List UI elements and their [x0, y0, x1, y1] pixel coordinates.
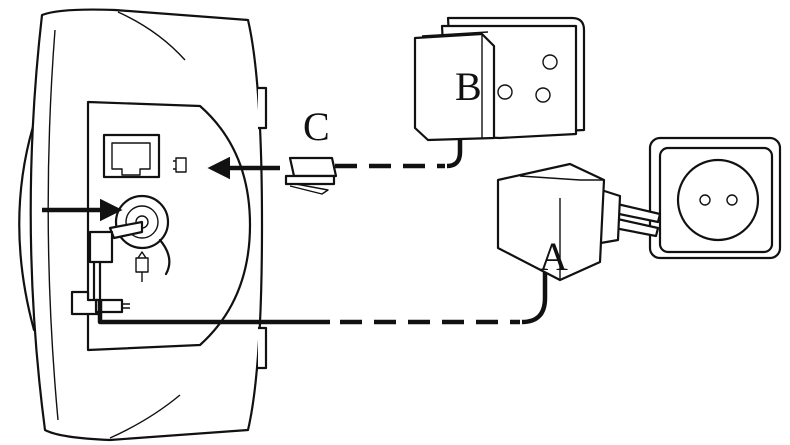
phone-socket-icon [173, 157, 187, 173]
power-adapter-a [496, 136, 782, 282]
base-unit-bottom-bump [258, 326, 268, 370]
label-b: B [455, 64, 482, 109]
dc-plug [88, 220, 144, 302]
power-cable-to-adapter [521, 262, 548, 325]
phone-plug-c [284, 156, 338, 195]
phone-socket [102, 133, 161, 179]
power-cable [97, 300, 330, 325]
label-c: C [303, 104, 330, 149]
base-unit [18, 8, 268, 442]
power-socket-icon [135, 251, 149, 282]
phone-cable-to-jack [446, 140, 463, 169]
label-a: A [539, 234, 568, 279]
wall-phone-jack-b [413, 16, 586, 142]
base-unit-top-bump [258, 86, 268, 130]
